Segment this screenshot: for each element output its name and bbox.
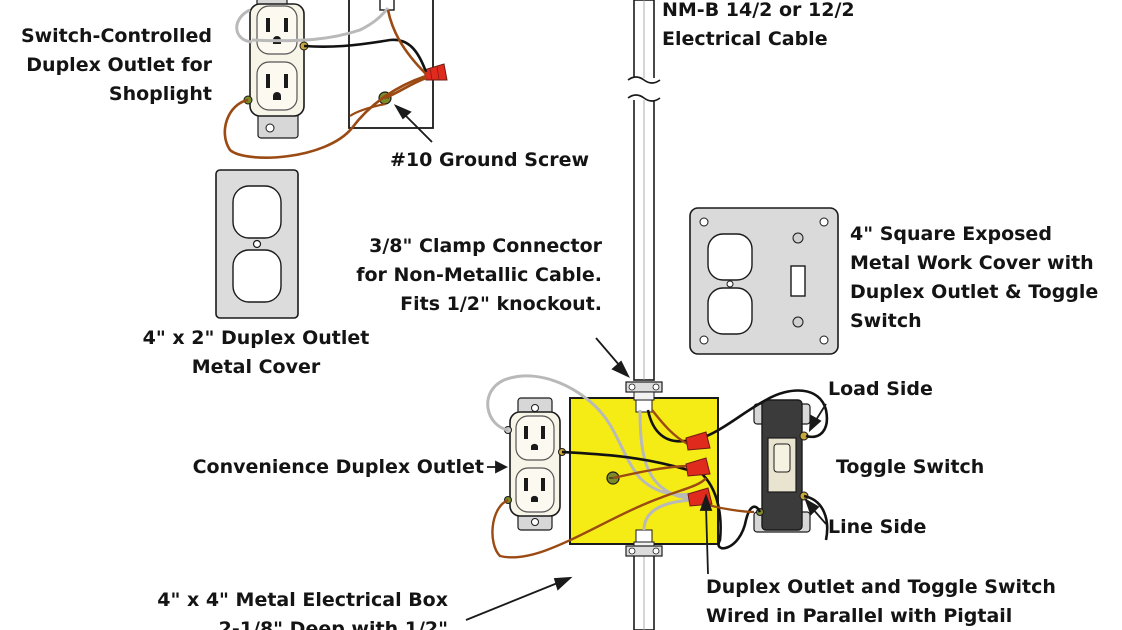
toggle-switch-device	[753, 399, 811, 533]
label-square-cover: 4" Square Exposed Metal Work Cover with …	[850, 223, 1099, 332]
duplex-outlet-metal-cover	[215, 169, 299, 319]
label-shoplight-outlet: Switch-Controlled Duplex Outlet for Shop…	[20, 25, 212, 105]
convenience-duplex-outlet	[504, 397, 566, 531]
wire-nut-icon	[423, 63, 448, 81]
shoplight-wiring	[223, 7, 428, 159]
label-metal-box: 4" x 4" Metal Electrical Box 2-1/8" Deep…	[157, 589, 448, 630]
label-convenience-outlet: Convenience Duplex Outlet	[192, 456, 484, 478]
label-clamp-connector: 3/8" Clamp Connector for Non-Metallic Ca…	[356, 235, 602, 315]
label-duplex-cover: 4" x 2" Duplex Outlet Metal Cover	[142, 327, 370, 378]
clamp-connector-icon	[625, 381, 663, 413]
leader-lines	[393, 104, 827, 621]
wire-nut-icon	[685, 457, 711, 477]
square-work-cover	[689, 207, 839, 355]
box-wiring	[486, 374, 829, 559]
label-cable: NM-B 14/2 or 12/2 Electrical Cable	[662, 0, 855, 50]
label-line-side: Line Side	[828, 516, 927, 538]
nm-b-cable	[627, 0, 661, 630]
label-toggle-switch: Toggle Switch	[836, 456, 985, 478]
label-parallel-wiring: Duplex Outlet and Toggle Switch Wired in…	[706, 576, 1056, 627]
wire-nut-icon	[685, 431, 711, 451]
clamp-connector-icon	[625, 529, 663, 557]
shoplight-outlet	[243, 0, 309, 139]
label-ground-screw: #10 Ground Screw	[390, 149, 590, 171]
label-load-side: Load Side	[828, 378, 933, 400]
